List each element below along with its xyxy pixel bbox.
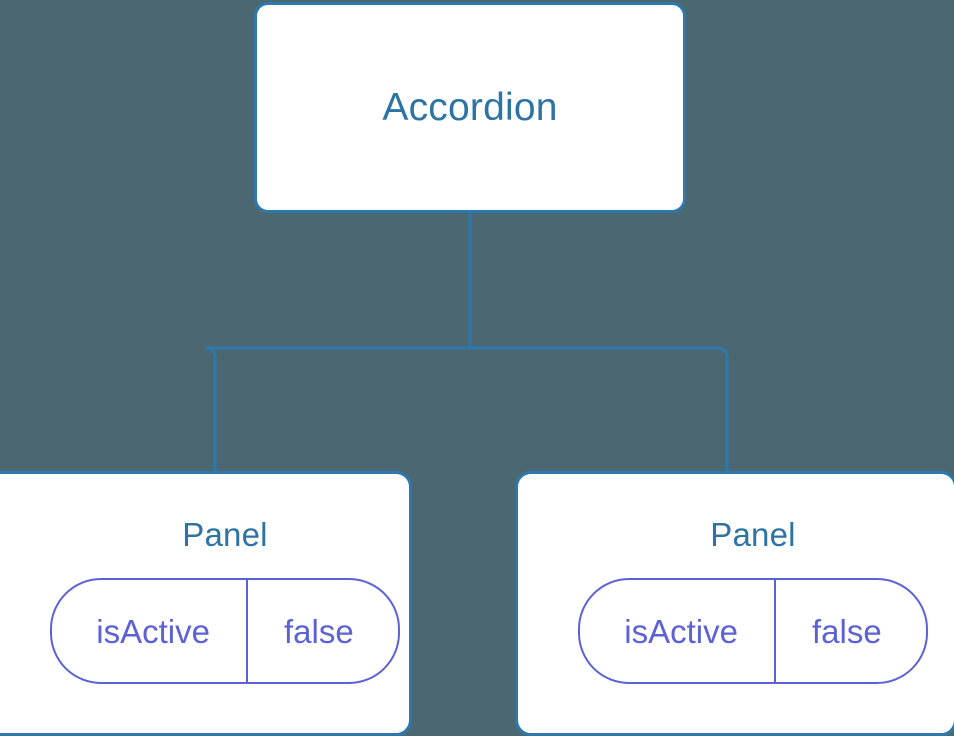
prop-value-isactive-2: false xyxy=(811,612,882,650)
prop-key-isactive-1: isActive xyxy=(52,580,248,682)
edge-root-to-panel-1 xyxy=(204,346,470,474)
prop-pill-panel-1[interactable]: isActive false xyxy=(50,578,400,684)
node-panel-1-label: Panel xyxy=(182,516,268,553)
node-panel-1[interactable]: Panel isActive false xyxy=(0,471,412,736)
prop-pill-panel-2[interactable]: isActive false xyxy=(578,578,928,684)
node-panel-2[interactable]: Panel isActive false xyxy=(515,471,954,736)
edge-root-to-panel-2 xyxy=(470,346,729,474)
node-accordion[interactable]: Accordion xyxy=(254,2,686,213)
prop-value-isactive-1: false xyxy=(283,612,354,650)
prop-key-isactive-2: isActive xyxy=(580,580,776,682)
node-accordion-label: Accordion xyxy=(382,86,558,129)
node-panel-2-label: Panel xyxy=(710,516,796,553)
